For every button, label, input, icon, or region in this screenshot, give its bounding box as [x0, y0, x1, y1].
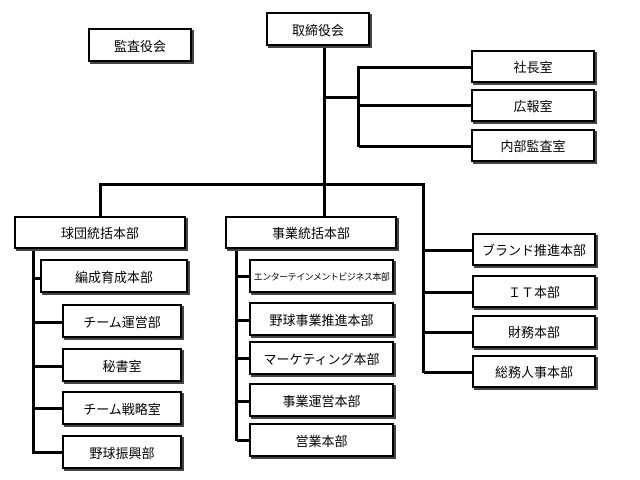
business-unit-box: 営業本部	[249, 423, 394, 457]
business-division-drop-line	[323, 183, 326, 216]
business-unit-box: 野球事業推進本部	[249, 302, 394, 336]
business-unit-branch-line-3	[237, 357, 249, 360]
business-unit-branch-line-5	[237, 439, 249, 442]
team-units-bus-line	[32, 247, 35, 454]
team-unit-branch-line-1	[34, 277, 40, 280]
staff-office-box: 社長室	[471, 50, 595, 83]
team-unit-branch-line-5	[34, 451, 62, 454]
team-unit-box: チーム戦略室	[62, 391, 182, 425]
team-unit-branch-line-3	[34, 365, 62, 368]
staff-branch-line-1	[359, 66, 471, 69]
business-unit-box: 事業運営本部	[249, 383, 394, 417]
corporate-branch-line-3	[424, 331, 472, 334]
corporate-branch-line-1	[424, 249, 472, 252]
corporate-unit-box: 財務本部	[472, 315, 596, 348]
staff-office-box: 内部監査室	[471, 129, 595, 162]
corporate-unit-box: ＩＴ本部	[472, 275, 596, 308]
corporate-branch-line-2	[424, 291, 472, 294]
business-division-box: 事業統括本部	[225, 216, 397, 249]
business-unit-box: マーケティング本部	[249, 341, 394, 375]
staff-branch-line-3	[359, 145, 471, 148]
corporate-bus-line	[422, 183, 425, 373]
corporate-branch-line-4	[424, 371, 472, 374]
board-box: 取締役会	[266, 12, 370, 46]
business-unit-branch-line-1	[237, 275, 249, 278]
team-unit-box: 編成育成本部	[40, 259, 188, 293]
division-bus-line	[99, 183, 424, 186]
staff-bus-line	[357, 66, 360, 147]
business-units-bus-line	[235, 247, 238, 441]
team-unit-branch-line-4	[34, 407, 62, 410]
staff-branch-line-2	[359, 104, 471, 107]
corporate-unit-box: 総務人事本部	[472, 355, 596, 388]
staff-connector-line	[325, 96, 359, 99]
staff-office-box: 広報室	[471, 89, 595, 122]
team-unit-box: チーム運営部	[62, 304, 182, 338]
audit-committee-box: 監査役会	[88, 28, 192, 62]
team-unit-box: 野球振興部	[62, 435, 182, 469]
team-unit-branch-line-2	[34, 321, 62, 324]
business-unit-branch-line-4	[237, 400, 249, 403]
team-division-drop-line	[99, 183, 102, 216]
business-unit-box: エンターテインメントビジネス本部	[249, 259, 394, 293]
team-division-box: 球団統括本部	[14, 216, 186, 249]
business-unit-branch-line-2	[237, 319, 249, 322]
board-trunk-line	[323, 46, 326, 186]
team-unit-box: 秘書室	[62, 348, 182, 382]
corporate-unit-box: ブランド推進本部	[472, 233, 596, 266]
